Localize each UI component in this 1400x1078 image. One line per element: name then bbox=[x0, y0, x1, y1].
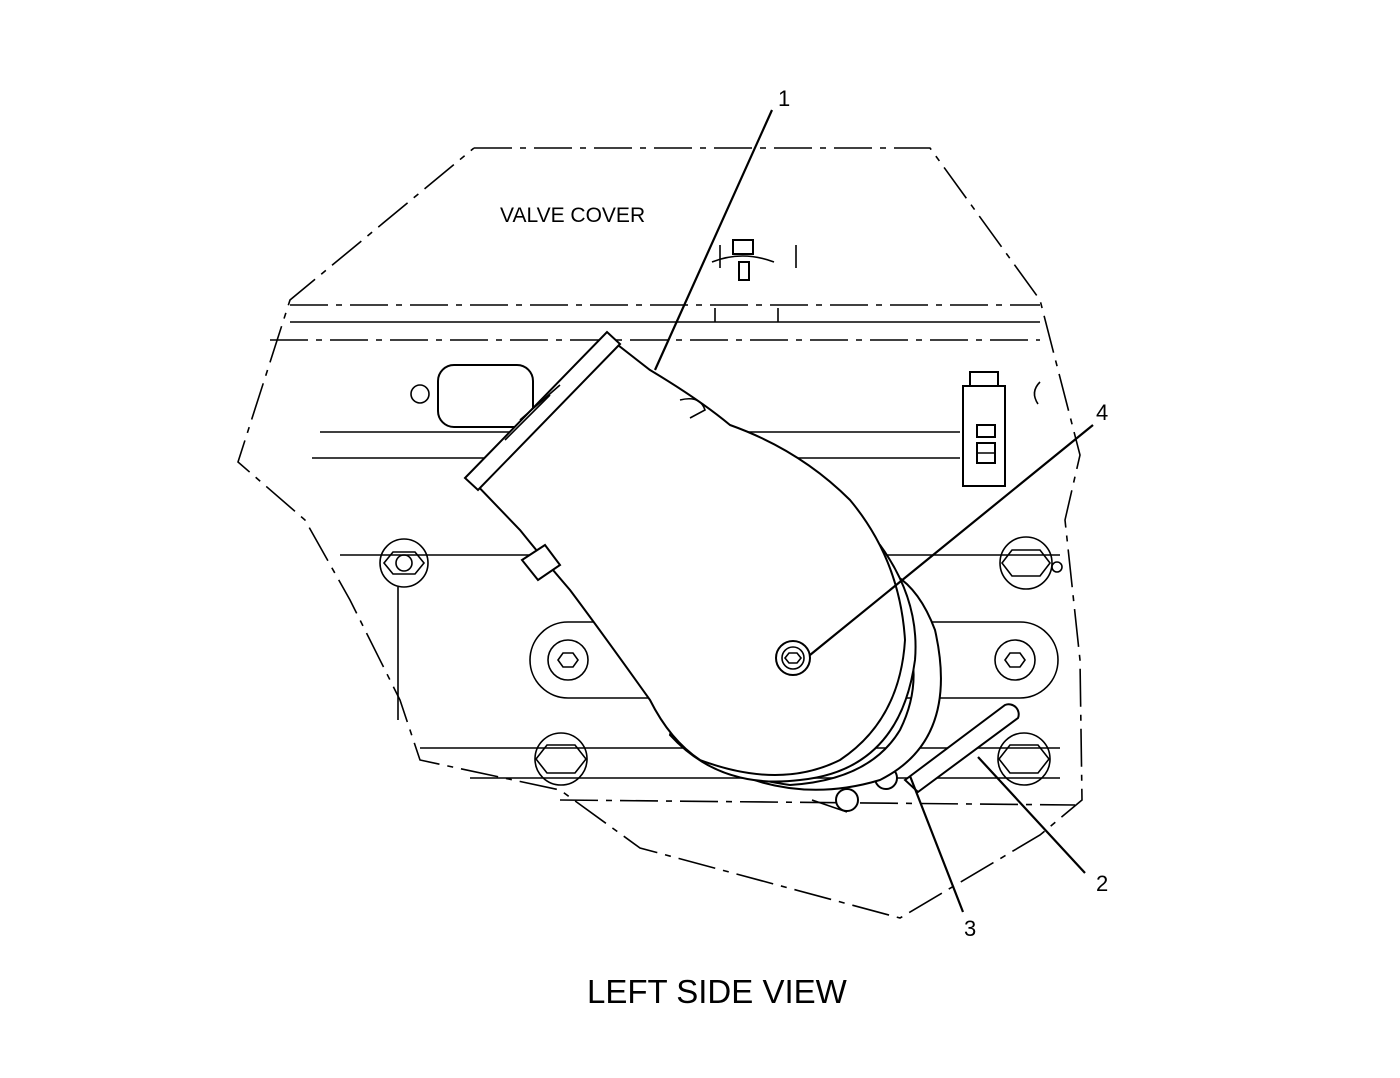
callout-4: 4 bbox=[1096, 400, 1108, 425]
callout-3: 3 bbox=[964, 916, 976, 941]
breather-canister bbox=[463, 330, 942, 791]
right-bracket bbox=[962, 371, 1041, 487]
left-nut-and-slot bbox=[410, 364, 534, 428]
leader-lines bbox=[653, 109, 1094, 913]
valve-cover-label: VALVE COVER bbox=[500, 204, 645, 227]
bolt-upper-left bbox=[379, 538, 429, 720]
bolt-upper-right bbox=[999, 536, 1063, 590]
valve-cover-rails bbox=[270, 304, 1076, 806]
bolt-lower-left bbox=[534, 732, 588, 786]
callout-1: 1 bbox=[778, 86, 790, 111]
callout-2: 2 bbox=[1096, 871, 1108, 896]
view-caption: LEFT SIDE VIEW bbox=[587, 973, 848, 1010]
bolt-lower-right bbox=[997, 732, 1051, 786]
valve-cover-bolt-top bbox=[711, 239, 797, 322]
mounting-bracket bbox=[529, 621, 1059, 699]
engine-outline bbox=[237, 147, 1083, 919]
